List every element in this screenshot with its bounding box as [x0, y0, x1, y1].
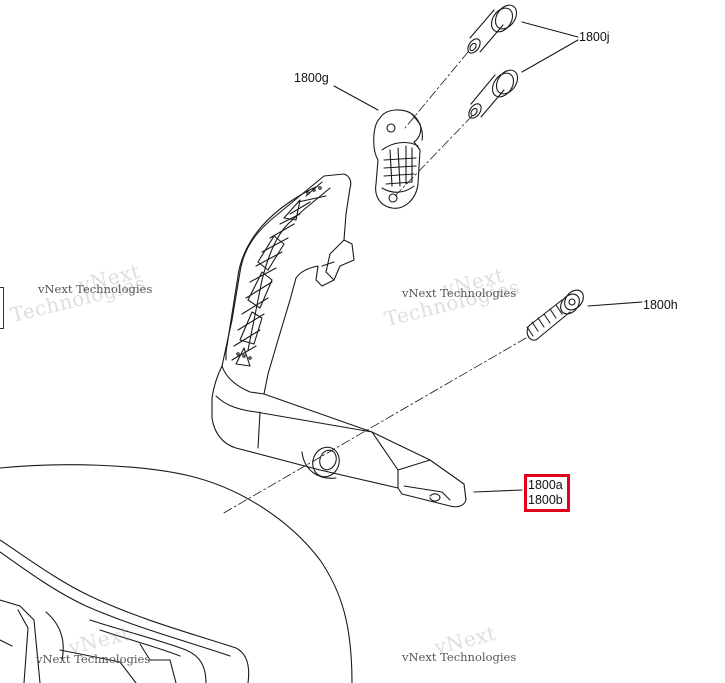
bolt-lower [468, 69, 519, 119]
grab-handle [211, 173, 467, 508]
cropped-frame-edge [0, 287, 4, 329]
screw [526, 289, 584, 341]
leader-lines [333, 21, 643, 493]
callout-handle-b-label: 1800b [528, 493, 563, 507]
assembly-centerlines [221, 51, 527, 515]
bolt-upper [467, 4, 518, 54]
body-panel [0, 464, 353, 683]
clamp-bracket [373, 109, 423, 209]
callout-bolts-label: 1800j [579, 30, 610, 44]
callout-handle-a-label: 1800a [528, 478, 563, 492]
highlighted-callout-handle[interactable]: 1800a 1800b [524, 474, 570, 512]
callout-screw-label: 1800h [643, 298, 677, 312]
callout-bracket-label: 1800g [294, 71, 329, 85]
